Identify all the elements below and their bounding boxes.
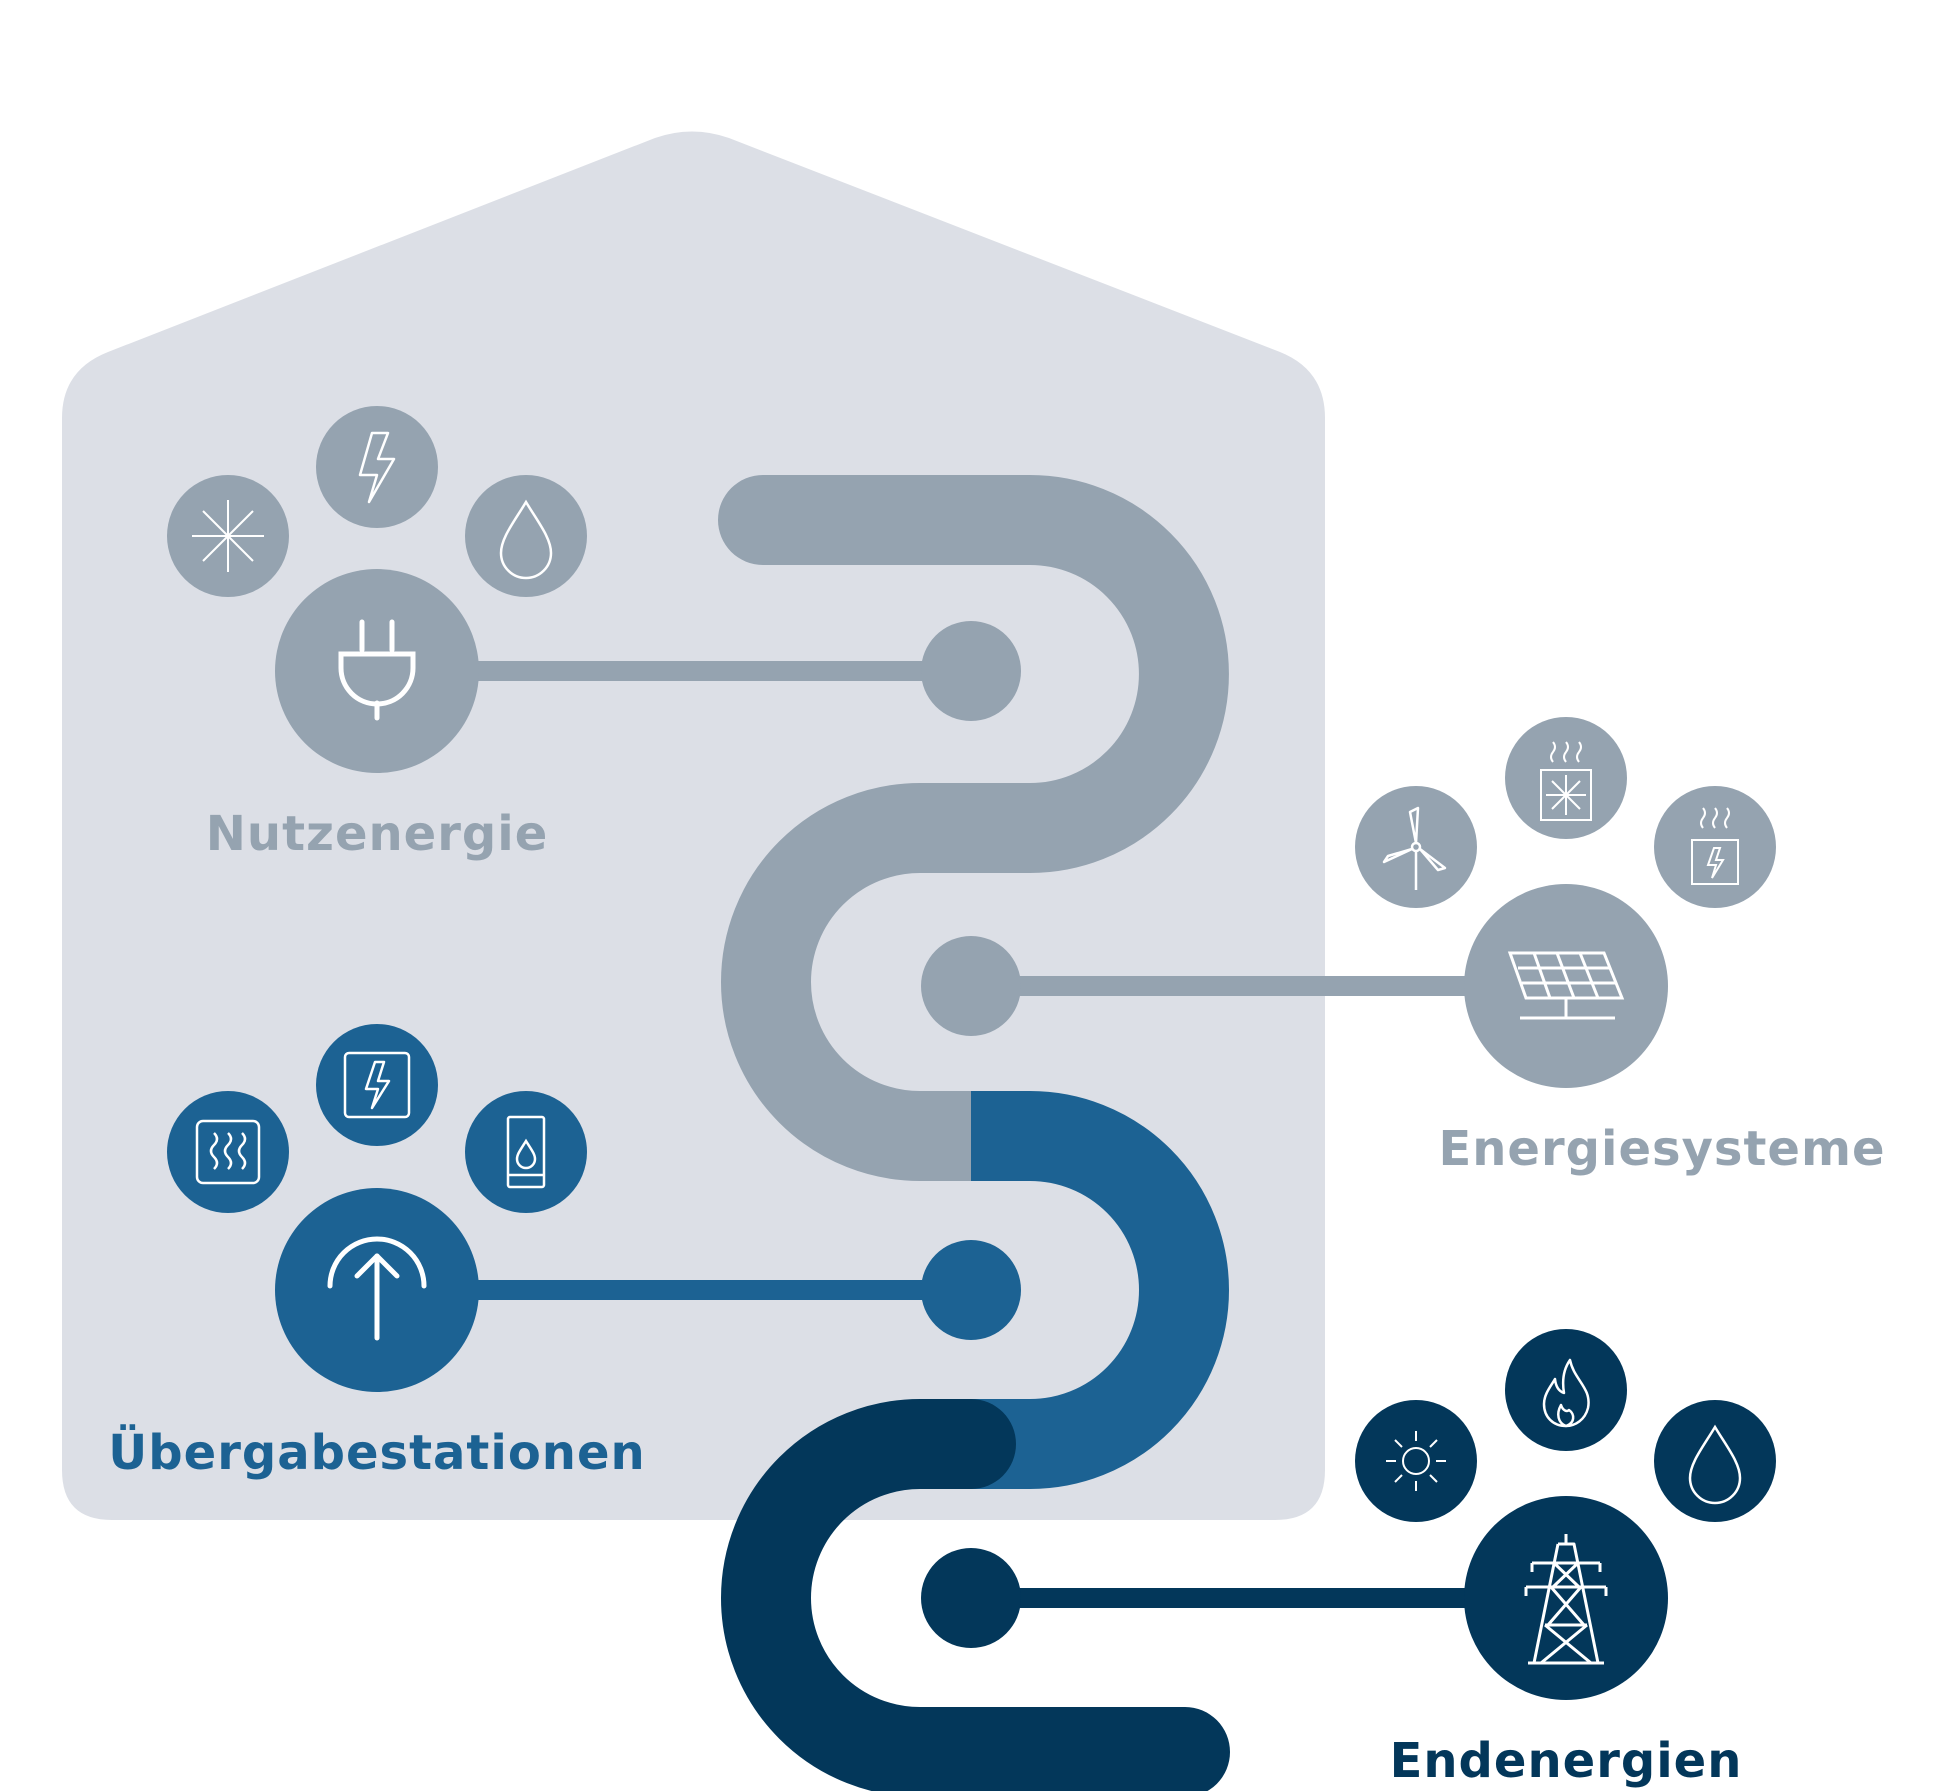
main-circle-nutzenergie (275, 569, 479, 773)
connector-node-energiesysteme (921, 936, 1021, 1036)
oil-drop-icon (1688, 1424, 1742, 1505)
radiator-icon (195, 1119, 261, 1185)
connector-node-endenergie (921, 1548, 1021, 1648)
transfer-station-icon (327, 1236, 427, 1341)
main-circle-energiesysteme (1464, 884, 1668, 1088)
group-endenergien: Endenergien (921, 1329, 1776, 1789)
flow-path (718, 475, 1230, 1791)
flow-segment-nutzenergie (718, 475, 1229, 873)
wind-turbine-icon (1382, 806, 1447, 890)
flow-segment-endenergie (721, 1399, 1230, 1791)
heat-pump-icon (1540, 741, 1592, 821)
connector-node-nutzenergie (921, 621, 1021, 721)
label-endenergien: Endenergien (1390, 1733, 1743, 1789)
main-circle-endenergie (1464, 1496, 1668, 1700)
label-uebergabestationen: Übergabestationen (108, 1424, 645, 1481)
electric-box-icon (343, 1051, 411, 1119)
electric-heater-icon (1691, 807, 1739, 885)
power-pylon-icon (1524, 1534, 1608, 1665)
sun-icon (1386, 1431, 1446, 1491)
lightning-icon (358, 431, 396, 504)
label-energiesysteme: Energiesysteme (1438, 1121, 1885, 1177)
flame-icon (1542, 1358, 1590, 1428)
boiler-icon (506, 1115, 546, 1189)
group-nutzenergie: Nutzenergie (167, 406, 1021, 862)
plug-icon (338, 619, 416, 721)
flow-segment-energiesysteme (721, 783, 971, 1181)
flow-segment-uebergabe (971, 1091, 1229, 1489)
snowflake-icon (192, 500, 264, 572)
label-nutzenergie: Nutzenergie (206, 806, 549, 862)
water-drop-icon (499, 499, 553, 580)
connector-node-uebergabe (921, 1240, 1021, 1340)
group-uebergabestationen: Übergabestationen (108, 1024, 1021, 1481)
solar-panel-icon (1507, 951, 1625, 1020)
group-energiesysteme: Energiesysteme (921, 717, 1885, 1177)
